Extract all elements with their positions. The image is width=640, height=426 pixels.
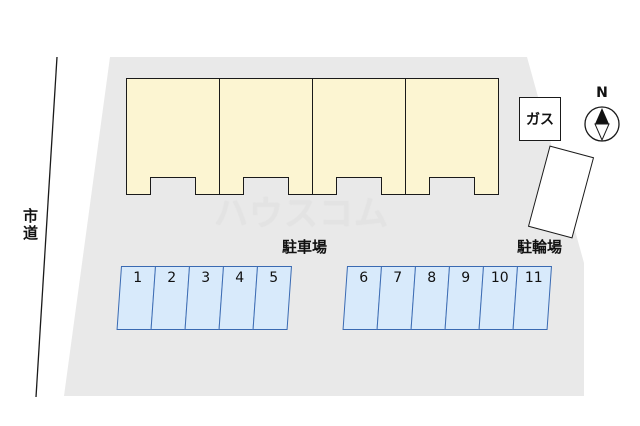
building-entry-notch: [336, 177, 382, 195]
parking-space-number: 1: [133, 270, 143, 286]
parking-space: 11: [512, 266, 552, 330]
parking-space: 1: [116, 266, 156, 330]
parking-space-number: 3: [201, 270, 211, 286]
parking-space-number: 7: [393, 270, 403, 286]
parking-space-number: 10: [490, 270, 509, 286]
parking-space-number: 5: [269, 270, 279, 286]
building-unit: [219, 78, 313, 195]
parking-space-number: 11: [524, 270, 543, 286]
building-unit: [126, 78, 220, 195]
compass-north-label: N: [596, 85, 608, 101]
gas-box: ガス: [519, 97, 561, 141]
parking-space: 3: [184, 266, 224, 330]
building-unit: [312, 78, 406, 195]
compass-icon: [584, 106, 620, 142]
parking-space: 4: [218, 266, 258, 330]
building-entry-notch: [150, 177, 196, 195]
parking-group-2: 6 7 8 9 10 11: [342, 266, 552, 330]
parking-space: 2: [150, 266, 190, 330]
building-entry-notch: [429, 177, 475, 195]
parking-group-1: 1 2 3 4 5: [116, 266, 292, 330]
gas-label: ガス: [526, 112, 554, 128]
parking-space: 9: [444, 266, 484, 330]
parking-space: 8: [410, 266, 450, 330]
parking-space-number: 6: [359, 270, 369, 286]
bicycle-parking-label: 駐輪場: [517, 238, 563, 256]
parking-space: 10: [478, 266, 518, 330]
building-unit: [405, 78, 499, 195]
parking-space: 7: [376, 266, 416, 330]
building-entry-notch: [243, 177, 289, 195]
parking-space: 6: [342, 266, 382, 330]
parking-space-number: 2: [167, 270, 177, 286]
road-label: 市道: [21, 208, 39, 242]
parking-lot-label: 駐車場: [282, 238, 328, 256]
parking-space-number: 8: [427, 270, 437, 286]
parking-space-number: 9: [461, 270, 471, 286]
road-line: [35, 56, 58, 398]
parking-space: 5: [252, 266, 292, 330]
parking-space-number: 4: [235, 270, 245, 286]
